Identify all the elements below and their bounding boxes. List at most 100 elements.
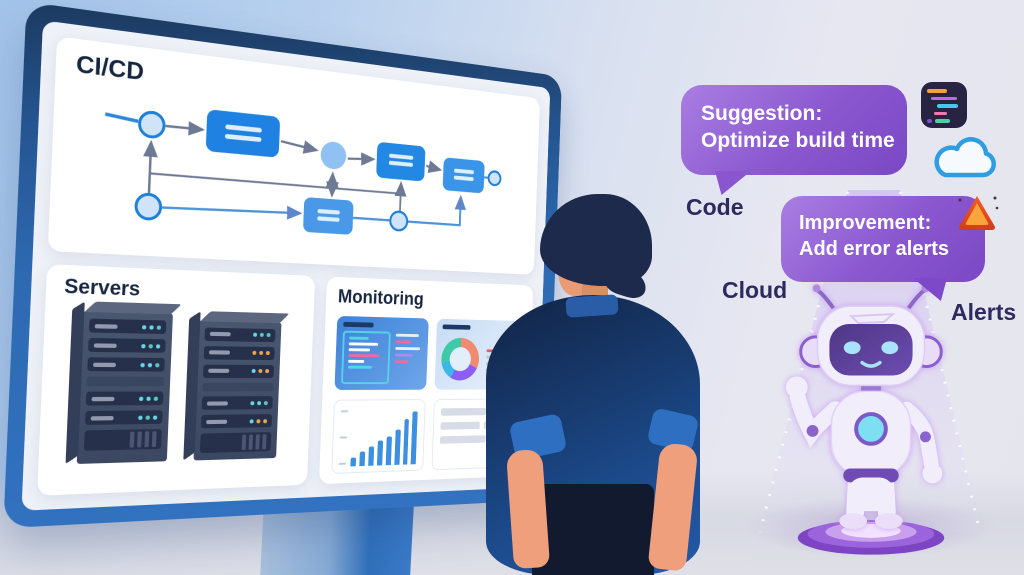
server-led [152,414,158,420]
monitor-screen: CI/CD [21,20,550,510]
server-led [145,415,150,420]
robot-antenna [816,288,835,310]
vent-slit [151,431,157,448]
person-hair [540,194,652,286]
server-led [259,333,264,338]
server-slot [88,318,167,335]
server-led [138,396,144,401]
robot-eye [843,341,861,355]
server-led [155,362,160,367]
server-led [258,369,263,374]
server-slot-handle [206,401,228,406]
cicd-panel: CI/CD [48,36,540,275]
metric-line [394,360,409,364]
code-icon-bar [934,111,947,115]
server-led [148,343,153,348]
server-slot [85,391,164,406]
bar-chart-card [331,399,427,474]
server-blank-bay [202,382,274,392]
bar-chart [350,407,419,467]
server-slot-handle [94,323,118,329]
chart-bar [376,440,383,466]
flow-stage-review [302,196,354,235]
server-slot-handle [91,396,115,401]
chart-bar [350,458,356,467]
server-led [263,401,268,406]
code-icon-row [927,119,961,123]
code-snippet-box [340,330,391,385]
code-metrics-card [334,315,430,390]
server-led [257,401,262,406]
code-icon-bar [927,89,947,93]
server-led [266,333,271,338]
speech-bubble-improvement: Improvement: Add error alerts [781,196,999,282]
robot-face-screen [829,323,913,376]
robot-hand [785,376,808,399]
flow-node-end [488,171,500,186]
server-slot [87,357,165,372]
vent-slit [255,434,260,450]
monitor-frame: CI/CD [3,2,562,529]
robot-smile [860,360,882,368]
server-led [253,333,258,338]
server-slot [84,410,163,425]
chart-bar [402,419,410,465]
server-slot [204,327,276,342]
flow-node-gate [390,211,408,231]
flow-node-source [136,194,162,220]
person-pants [532,484,654,575]
server-tower [193,320,282,461]
hologram-platform [797,520,945,555]
code-line [347,365,372,369]
robot-chest-light [854,412,888,446]
code-icon-row [937,104,961,108]
server-led [265,351,270,356]
chart-bar [411,411,419,465]
code-line [348,354,380,358]
server-led [265,369,270,374]
metric-line [394,353,414,357]
robot-eye [881,341,899,355]
server-slot-handle [209,332,231,337]
chart-bar [394,430,401,465]
ai-robot [785,284,945,555]
flow-node-start [139,111,165,138]
metric-line [394,347,421,351]
server-tower [76,310,173,464]
chart-bar [367,446,374,466]
flow-node-merge [320,140,347,171]
servers-panel: Servers [37,264,316,496]
person-observer [470,192,715,575]
code-icon-row [934,111,961,115]
server-slot [202,364,275,378]
robot-hand [922,463,943,484]
server-vent [83,429,162,451]
code-icon-bar [937,104,958,108]
code-line [348,342,378,346]
person-collar [565,294,619,318]
monitor: CI/CD [3,2,562,529]
server-led [140,362,145,367]
code-editor-icon [921,82,967,128]
vent-slit [262,434,267,450]
vent-slit [241,434,247,450]
code-icon-row [931,96,961,100]
server-slot [88,337,166,353]
server-led [252,351,257,356]
vent-slit [137,431,142,448]
server-led [141,324,147,329]
code-line [348,336,369,340]
code-icon-bar [935,119,950,123]
screen-bottom-row: Servers Monitoring [37,264,534,496]
metric-line [395,333,419,338]
server-slot [200,414,273,429]
server-led [256,419,261,424]
server-slot-handle [90,415,114,421]
cloud-icon [934,137,996,178]
server-led [155,343,161,349]
card-header-bar [343,321,374,328]
warning-icon [958,196,999,230]
server-led [147,362,153,367]
server-led [138,415,143,420]
